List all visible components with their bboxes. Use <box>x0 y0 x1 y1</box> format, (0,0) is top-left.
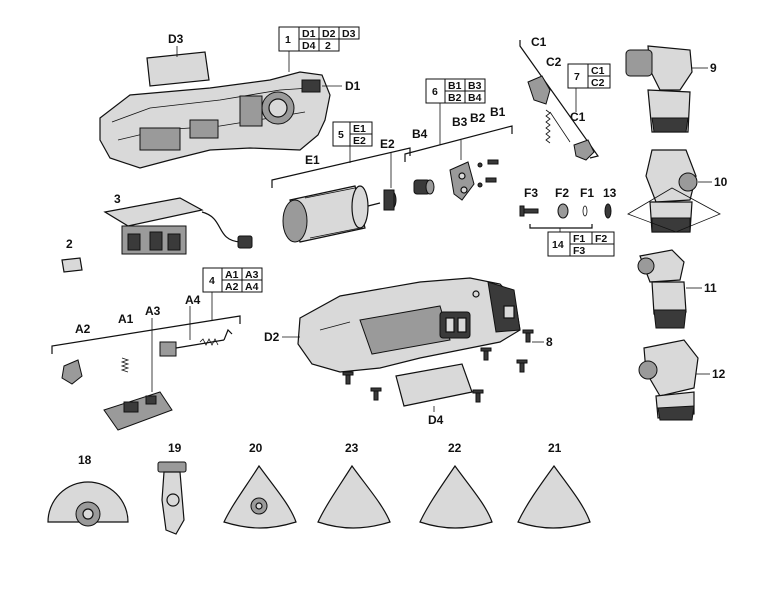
label-d1: D1 <box>345 79 361 93</box>
svg-text:E2: E2 <box>353 135 366 147</box>
f-parts <box>519 203 612 219</box>
label-10: 10 <box>714 175 728 189</box>
label-b4: B4 <box>412 127 428 141</box>
label-20: 20 <box>249 441 263 455</box>
svg-text:D4: D4 <box>302 40 316 52</box>
label-3: 3 <box>114 192 121 206</box>
label-11: 11 <box>704 281 717 295</box>
label-d4: D4 <box>428 413 444 427</box>
label-c2: C2 <box>546 55 562 69</box>
switch-assembly-3 <box>103 197 253 255</box>
table-6: 6 B1 B3 B2 B4 <box>425 78 486 104</box>
label-d3: D3 <box>168 32 184 46</box>
label-9: 9 <box>710 61 717 75</box>
table-5: 5 E1 E2 <box>332 121 373 147</box>
svg-text:A2: A2 <box>225 281 239 293</box>
svg-text:F3: F3 <box>573 245 585 257</box>
label-e1: E1 <box>305 153 320 167</box>
sanding-pad-20 <box>223 464 297 529</box>
hex-attachment-12 <box>638 339 699 421</box>
screws-b2-b1 <box>460 140 499 188</box>
svg-text:1: 1 <box>285 34 291 46</box>
table-7: 7 C1 C2 <box>567 63 611 89</box>
svg-text:D2: D2 <box>322 28 336 40</box>
rod-a4 <box>159 328 233 357</box>
svg-text:B2: B2 <box>448 92 462 104</box>
gear-b4 <box>413 179 435 195</box>
table-4: 4 A1 A3 A2 A4 <box>202 267 263 293</box>
sanding-sheet-22 <box>419 464 493 529</box>
label-f1: F1 <box>580 186 594 200</box>
bracket-b3 <box>449 161 475 201</box>
label-a3: A3 <box>145 304 161 318</box>
table-14: 14 F1 F2 F3 <box>547 231 615 257</box>
tool-body-d2 <box>297 277 521 373</box>
svg-text:B3: B3 <box>468 80 482 92</box>
svg-text:D1: D1 <box>302 28 316 40</box>
sanding-sheet-23 <box>317 464 391 529</box>
label-22: 22 <box>448 441 462 455</box>
svg-text:E1: E1 <box>353 123 366 135</box>
right-angle-attachment-11 <box>637 249 687 329</box>
label-a1: A1 <box>118 312 134 326</box>
drill-chuck-attachment-9 <box>625 45 693 133</box>
label-d2: D2 <box>264 330 280 344</box>
svg-text:14: 14 <box>552 239 564 251</box>
spring-a1 <box>120 357 130 373</box>
label-plate-d3 <box>146 51 210 87</box>
sanding-sheet-21 <box>517 464 591 529</box>
svg-text:5: 5 <box>338 129 344 141</box>
latch-a2 <box>61 359 83 385</box>
label-b2: B2 <box>470 111 486 125</box>
svg-text:C1: C1 <box>591 65 605 77</box>
label-f2: F2 <box>555 186 569 200</box>
label-a4: A4 <box>185 293 201 307</box>
label-e2: E2 <box>380 137 395 151</box>
release-button-a3 <box>103 391 173 431</box>
svg-text:4: 4 <box>209 275 215 287</box>
label-2: 2 <box>66 237 73 251</box>
svg-text:B4: B4 <box>468 92 482 104</box>
svg-text:C2: C2 <box>591 77 605 89</box>
pinion-e2 <box>383 189 397 211</box>
svg-text:A1: A1 <box>225 269 239 281</box>
screws-8 <box>342 329 534 403</box>
offset-attachment-10 <box>627 149 721 233</box>
label-21: 21 <box>548 441 562 455</box>
svg-text:F1: F1 <box>573 233 585 245</box>
label-plate-d4 <box>395 363 473 407</box>
label-b3: B3 <box>452 115 468 129</box>
label-f3: F3 <box>524 186 538 200</box>
label-8: 8 <box>546 335 553 349</box>
spring-c2 <box>545 109 571 144</box>
svg-text:B1: B1 <box>448 80 462 92</box>
label-18: 18 <box>78 453 92 467</box>
plunge-blade-19 <box>157 461 187 535</box>
svg-text:7: 7 <box>574 71 580 83</box>
label-b1: B1 <box>490 105 506 119</box>
label-13: 13 <box>603 186 617 200</box>
cutting-wheel-18 <box>47 481 129 527</box>
svg-text:A4: A4 <box>245 281 259 293</box>
label-12: 12 <box>712 367 726 381</box>
housing-half-d1 <box>99 71 331 169</box>
motor-e1 <box>282 185 381 243</box>
svg-text:2: 2 <box>325 40 331 52</box>
label-23: 23 <box>345 441 359 455</box>
small-plate-2 <box>61 257 83 273</box>
svg-text:D3: D3 <box>342 28 356 40</box>
label-c1-top: C1 <box>531 35 547 49</box>
latch-c1 <box>527 75 595 161</box>
svg-text:F2: F2 <box>595 233 607 245</box>
svg-text:6: 6 <box>432 86 438 98</box>
svg-text:A3: A3 <box>245 269 259 281</box>
table-1: 1 D1 D2 D3 D4 2 <box>278 26 360 52</box>
label-c1-right: C1 <box>570 110 586 124</box>
label-19: 19 <box>168 441 182 455</box>
label-a2: A2 <box>75 322 91 336</box>
